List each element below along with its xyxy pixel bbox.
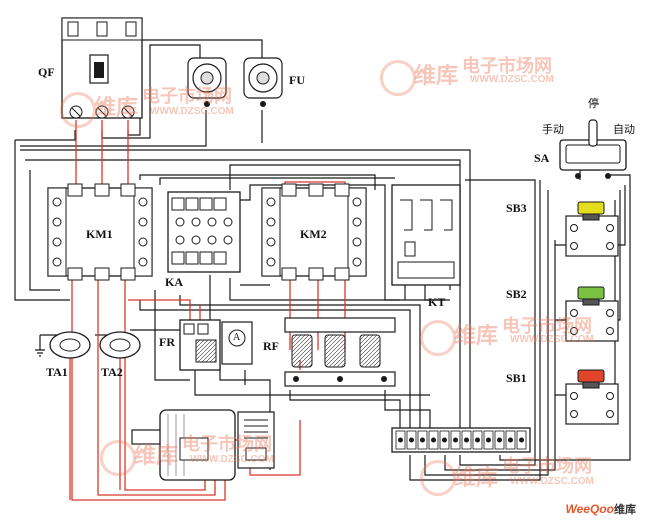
- button-screw: [570, 224, 578, 232]
- button-screw: [606, 392, 614, 400]
- label-auto: 自动: [613, 123, 635, 136]
- button-screw: [570, 392, 578, 400]
- button-cap: [577, 286, 605, 300]
- qf-breaker: [61, 17, 143, 119]
- label-fu: FU: [289, 73, 305, 87]
- terminal-screw: [519, 437, 524, 443]
- footer-brand-cn: 维库: [614, 503, 636, 516]
- button-cap: [577, 201, 605, 215]
- button-screw: [570, 327, 578, 335]
- terminal-screw: [431, 437, 436, 443]
- terminal-screw: [508, 437, 513, 443]
- sb1-button: [565, 369, 619, 425]
- sb3-button: [565, 201, 619, 257]
- label-km1: KM1: [86, 227, 113, 241]
- button-screw: [606, 410, 614, 418]
- button-screw: [606, 224, 614, 232]
- button-screw: [606, 242, 614, 250]
- label-sb2: SB2: [506, 287, 527, 301]
- label-km2: KM2: [300, 227, 327, 241]
- button-collar: [582, 381, 600, 389]
- terminal-screw: [475, 437, 480, 443]
- label-kt: KT: [428, 295, 446, 309]
- sa-selector-switch: [559, 119, 627, 179]
- button-cap: [577, 369, 605, 383]
- kt-timer: [391, 184, 461, 286]
- km1-contactor: [47, 183, 153, 281]
- button-screw: [606, 327, 614, 335]
- footer-brand-text: WeeQoo: [565, 502, 614, 516]
- fr-thermal-relay: [179, 319, 253, 371]
- motor: [131, 409, 275, 481]
- terminal-screw: [486, 437, 491, 443]
- terminal-screw: [420, 437, 425, 443]
- label-stop: 停: [588, 97, 599, 110]
- terminal-screw: [398, 437, 403, 443]
- km2-contactor: [261, 183, 367, 281]
- terminal-screw: [442, 437, 447, 443]
- fu-fuses: [187, 57, 283, 107]
- label-sb1: SB1: [506, 371, 527, 385]
- sb-push-buttons: [565, 201, 619, 425]
- button-collar: [582, 213, 600, 221]
- button-body: [565, 383, 619, 425]
- terminal-block: [391, 427, 531, 453]
- terminal-screw: [409, 437, 414, 443]
- rf-resistor: [284, 317, 396, 387]
- terminal-screw: [497, 437, 502, 443]
- label-ta2: TA2: [101, 365, 123, 379]
- label-fr: FR: [159, 335, 175, 349]
- label-manual: 手动: [542, 123, 564, 136]
- label-ammeter: A: [233, 332, 241, 343]
- ta-transformers: [49, 331, 141, 359]
- label-qf: QF: [38, 65, 55, 79]
- label-sa: SA: [534, 151, 550, 165]
- button-screw: [606, 309, 614, 317]
- button-screw: [570, 242, 578, 250]
- label-ka: KA: [165, 275, 183, 289]
- sb2-button: [565, 286, 619, 342]
- footer-brand: WeeQoo维库: [566, 501, 636, 517]
- label-ta1: TA1: [46, 365, 68, 379]
- ka-relay: [167, 191, 241, 273]
- button-screw: [570, 410, 578, 418]
- button-body: [565, 300, 619, 342]
- label-sb3: SB3: [506, 201, 527, 215]
- terminal-screw: [453, 437, 458, 443]
- button-body: [565, 215, 619, 257]
- button-screw: [570, 309, 578, 317]
- button-collar: [582, 298, 600, 306]
- label-rf: RF: [263, 339, 279, 353]
- terminal-screw: [464, 437, 469, 443]
